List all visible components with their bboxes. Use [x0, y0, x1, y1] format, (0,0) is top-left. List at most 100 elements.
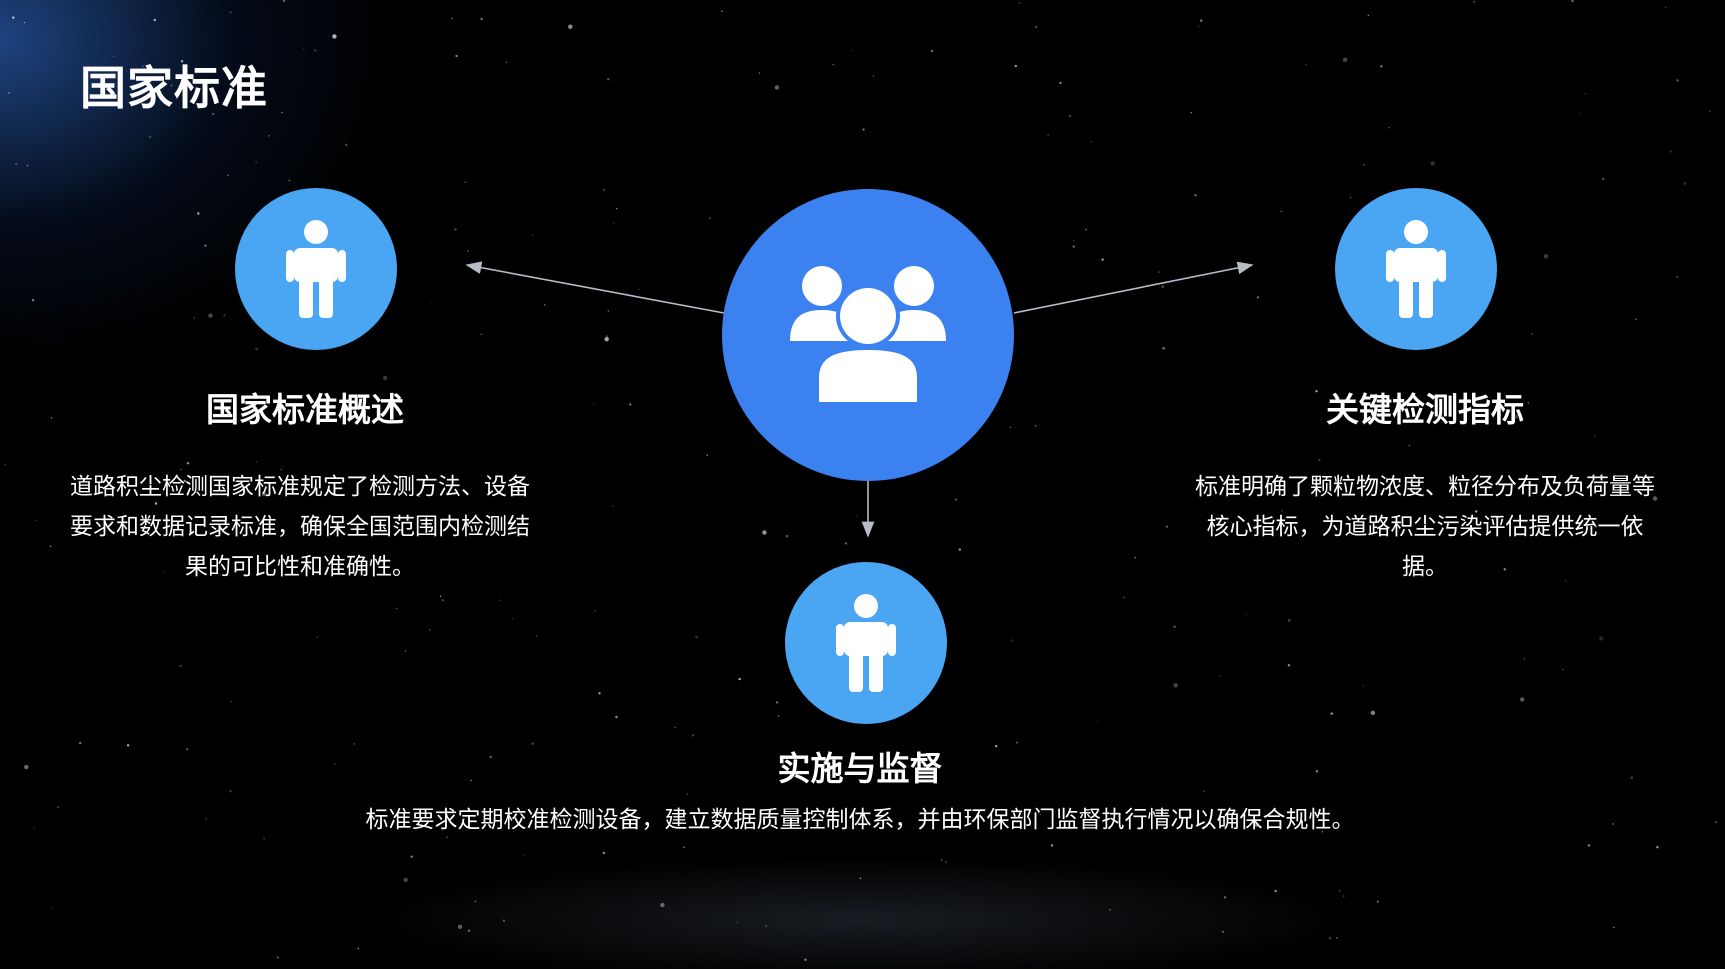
star-dot [804, 958, 807, 961]
star-dot [1594, 435, 1596, 437]
star-dot [1281, 510, 1283, 512]
star-dot [153, 18, 156, 22]
star-dot [612, 505, 614, 507]
node-title-bottom: 实施与监督 [777, 749, 943, 788]
star-dot [765, 925, 767, 927]
star-dot [686, 793, 688, 795]
star-dot [256, 461, 258, 463]
star-dot [400, 528, 403, 532]
star-dot [1050, 844, 1054, 847]
star-dot [1343, 895, 1345, 897]
star-dot [1016, 742, 1018, 744]
star-dot [281, 111, 283, 114]
star-dot [502, 919, 506, 922]
star-dot [113, 55, 115, 58]
star-dot [404, 650, 407, 652]
star-dot [870, 773, 872, 775]
star-dot [616, 207, 618, 210]
star-dot [51, 906, 53, 909]
star-dot [1223, 896, 1227, 899]
star-dot [212, 112, 215, 116]
star-dot [470, 779, 472, 782]
star-dot [1523, 658, 1526, 660]
group-users-icon [790, 266, 946, 404]
star-dot [410, 855, 413, 858]
star-dot [288, 179, 290, 182]
star-dot [1683, 182, 1687, 185]
star-dot [32, 299, 35, 302]
star-dot [24, 764, 29, 770]
star-dot [1362, 685, 1364, 687]
star-dot [1315, 770, 1319, 773]
star-dot [1578, 112, 1581, 115]
star-dot [1336, 937, 1338, 939]
star-dot [1612, 823, 1614, 825]
star-dot [1194, 194, 1197, 197]
star-dot [1109, 909, 1111, 911]
star-dot [1330, 712, 1333, 715]
star-dot [568, 24, 573, 29]
star-dot [1676, 79, 1679, 82]
star-dot [604, 337, 609, 342]
star-dot [925, 816, 927, 819]
star-dot [1123, 596, 1125, 599]
star-dot [208, 313, 213, 318]
star-dot [1173, 625, 1176, 628]
star-dot [708, 217, 711, 220]
star-dot [1376, 900, 1380, 903]
star-dot [451, 17, 453, 20]
star-dot [205, 818, 207, 820]
star-dot [1090, 141, 1093, 143]
star-dot [1018, 2, 1021, 4]
star-dot [1101, 258, 1104, 261]
star-dot [523, 854, 525, 857]
star-dot [598, 692, 601, 695]
star-dot [1245, 613, 1247, 615]
star-dot [1520, 697, 1525, 702]
star-dot [204, 244, 207, 247]
star-dot [1318, 458, 1321, 462]
star-dot [1072, 245, 1075, 248]
star-dot [57, 806, 60, 809]
star-dot [1363, 164, 1365, 166]
star-dot [940, 859, 943, 861]
hub-circle [722, 189, 1014, 481]
star-dot [1599, 636, 1604, 641]
star-dot [1202, 790, 1206, 793]
star-dot [1527, 402, 1530, 404]
star-dot [1601, 177, 1605, 181]
star-dot [183, 479, 186, 483]
star-dot [1543, 254, 1549, 259]
star-dot [1035, 425, 1037, 427]
connector-left-arrow [465, 261, 725, 314]
star-dot [26, 164, 29, 167]
star-dot [612, 222, 615, 224]
star-dot [489, 755, 492, 759]
star-dot [480, 17, 483, 21]
star-dot [276, 956, 279, 959]
star-dot [141, 65, 145, 68]
star-dot [282, 0, 286, 3]
star-dot [944, 860, 948, 864]
star-dot [1665, 6, 1667, 9]
star-dot [1085, 229, 1087, 231]
star-dot [774, 85, 780, 90]
star-dot [1328, 936, 1332, 940]
star-dot [1047, 134, 1050, 137]
star-dot [230, 700, 232, 703]
connector-right-arrow [1013, 261, 1254, 314]
person-icon [1386, 220, 1446, 318]
person-icon [286, 220, 346, 318]
star-dot [1009, 426, 1012, 429]
star-dot [430, 301, 432, 303]
star-dot [193, 317, 196, 319]
node-circle-bottom [785, 562, 947, 724]
star-dot [607, 310, 609, 312]
star-dot [629, 403, 632, 406]
star-dot [736, 921, 738, 924]
star-dot [33, 827, 35, 830]
star-dot [844, 542, 848, 545]
star-dot [606, 335, 608, 337]
star-dot [695, 635, 698, 639]
